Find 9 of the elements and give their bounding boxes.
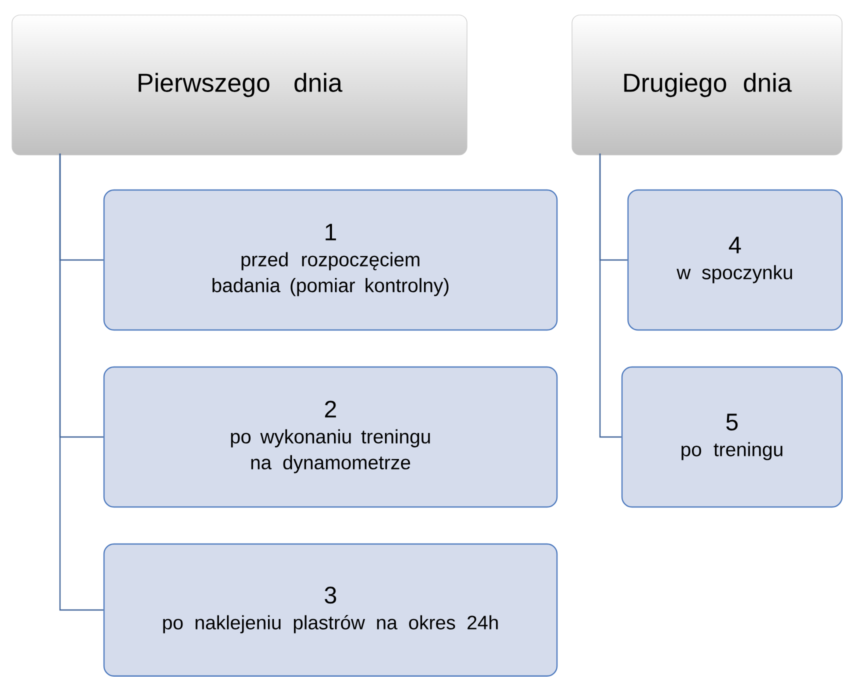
process-box: 5 po treningu [621,366,843,508]
process-box: 2 po wykonaniu treningu na dynamometrze [103,366,558,508]
process-box: 4 w spoczynku [627,189,843,331]
header-box: Pierwszego dnia [12,14,468,156]
process-box: 1 przed rozpoczęciem badania (pomiar kontrolny) [103,189,558,331]
header-box: Drugiego dnia [572,14,842,156]
connector-line [599,154,622,438]
connector-line [59,154,104,611]
process-box: 3 po naklejeniu plastrów na okres 24h [103,543,558,677]
